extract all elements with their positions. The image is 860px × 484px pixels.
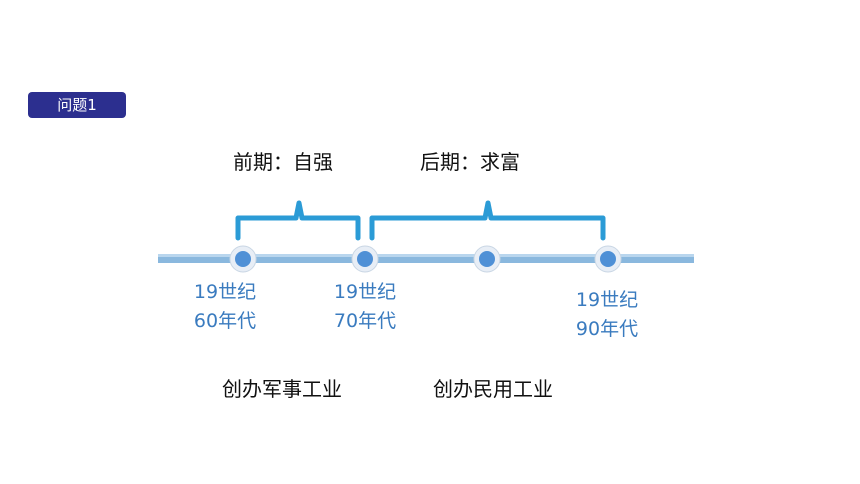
timeline-node-1 <box>229 245 257 273</box>
timeline-node-3 <box>473 245 501 273</box>
date-label-60s: 19世纪 60年代 <box>193 281 257 332</box>
timeline-node-4 <box>594 245 622 273</box>
stage-late-label: 后期：求富 <box>420 150 520 174</box>
question-badge: 问题1 <box>28 92 126 118</box>
activity-civil-industry: 创办民用工业 <box>433 377 553 401</box>
date-label-90s: 19世纪 90年代 <box>575 289 639 340</box>
stage-early-label: 前期：自强 <box>233 150 333 174</box>
early-bracket <box>235 200 361 241</box>
activity-military-industry: 创办军事工业 <box>222 377 342 401</box>
late-bracket <box>369 200 606 241</box>
date-label-70s: 19世纪 70年代 <box>333 281 397 332</box>
timeline-axis <box>158 254 694 263</box>
timeline-node-2 <box>351 245 379 273</box>
